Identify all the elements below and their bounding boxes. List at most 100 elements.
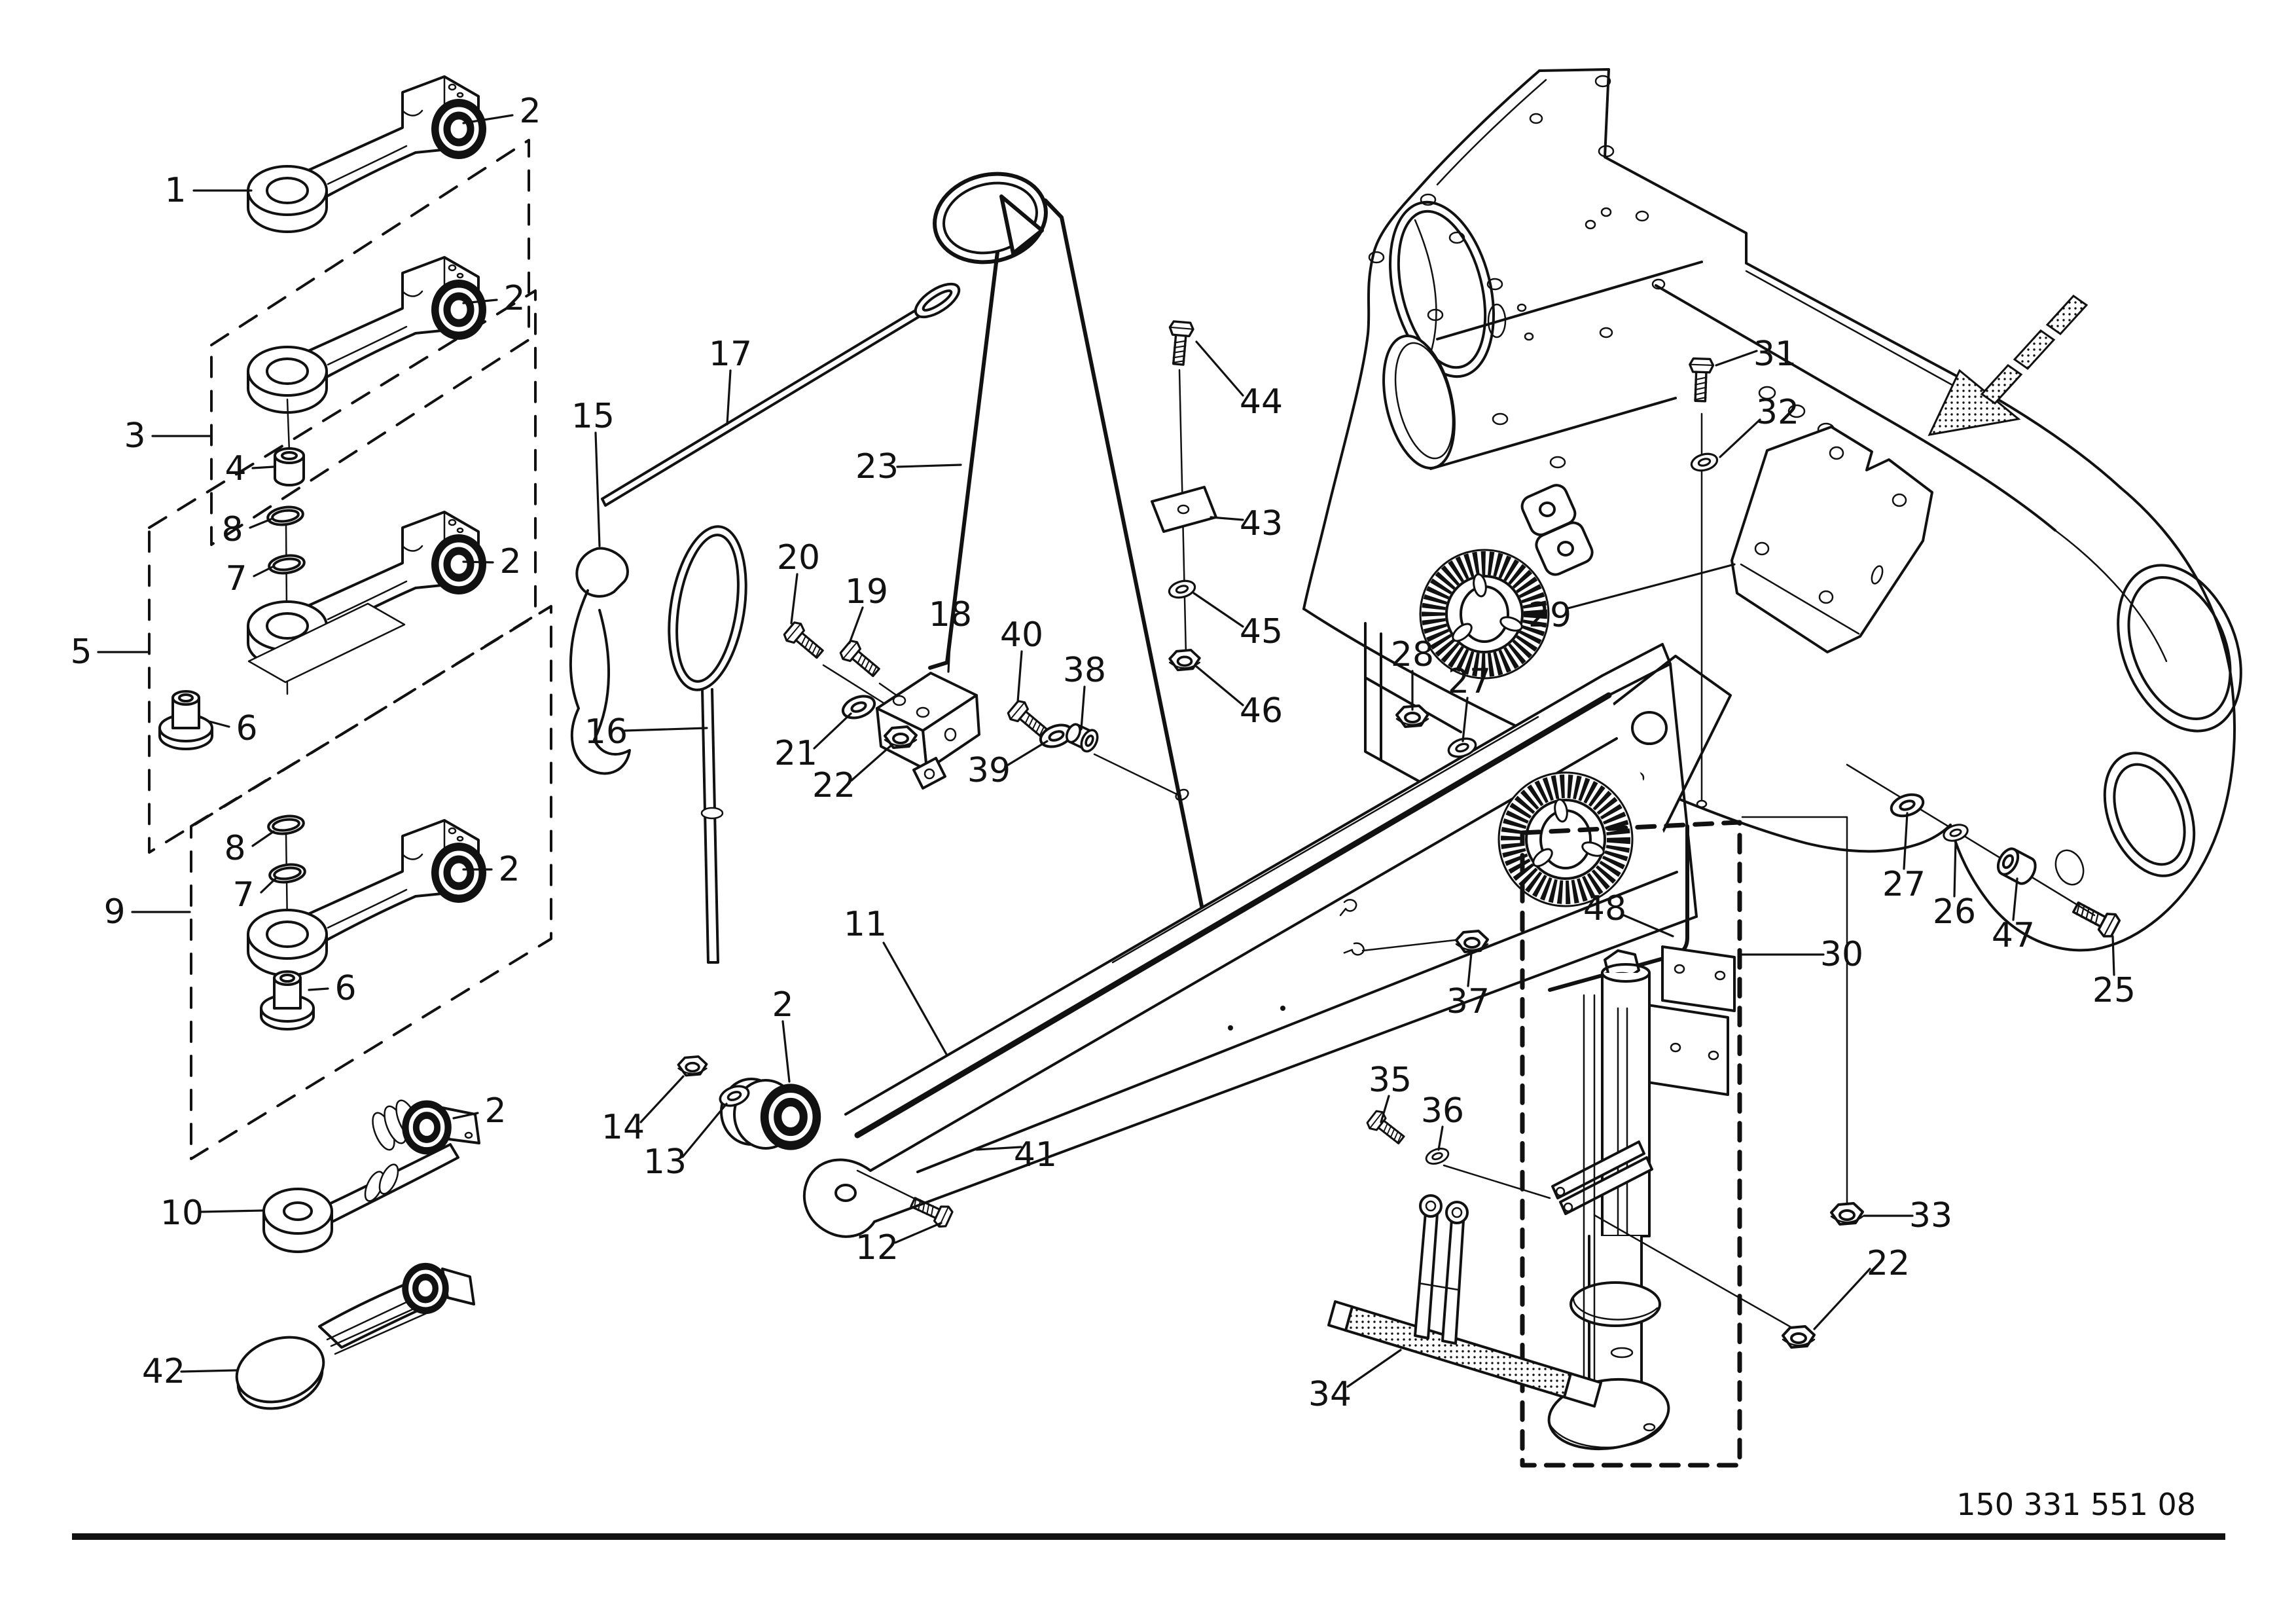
loop-pin-16 [668, 525, 747, 964]
bolt-31-stack [1687, 357, 1721, 809]
group-panel-5 [148, 289, 537, 854]
axis-line-arm2 [286, 398, 291, 453]
callout-label-11: 11 [844, 905, 887, 944]
callout-leader-34 [1346, 1349, 1402, 1388]
callout-leader-32 [1719, 418, 1761, 458]
callout-leader-36 [1437, 1125, 1444, 1151]
callout-leader-23 [896, 464, 962, 468]
callout-leader-2 [462, 299, 498, 304]
bolt-12 [856, 1169, 955, 1230]
callout-leader-27 [1903, 812, 1909, 870]
callout-leader-22 [850, 745, 891, 782]
ball-hitch-42 [235, 1263, 475, 1410]
callout-label-21: 21 [774, 734, 817, 773]
callout-leader-45 [1193, 592, 1244, 628]
callout-label-16: 16 [584, 712, 628, 752]
group-panel-9 [190, 605, 552, 1160]
callout-label-4: 4 [224, 449, 246, 488]
callout-label-30: 30 [1820, 935, 1863, 974]
washer-36 [1423, 1144, 1452, 1168]
callout-leader-6 [208, 720, 230, 728]
callout-label-43: 43 [1240, 504, 1283, 543]
callout-label-42: 42 [142, 1352, 185, 1391]
callout-label-35: 35 [1369, 1061, 1412, 1100]
callout-label-22: 22 [1867, 1244, 1910, 1283]
frame-holes [1368, 75, 1835, 469]
callout-label-25: 25 [2092, 971, 2136, 1010]
serrated-disc-drawbar [1498, 771, 1634, 907]
tow-eye-10 [262, 1097, 480, 1253]
callout-leader-15 [594, 431, 601, 547]
callout-label-48: 48 [1583, 889, 1626, 928]
callout-leader-42 [180, 1369, 238, 1373]
callout-label-14: 14 [601, 1108, 645, 1147]
bushing-6a [158, 690, 213, 750]
callout-leader-35 [1380, 1095, 1390, 1123]
frame-flange-lower [2054, 752, 2196, 886]
callout-label-19: 19 [845, 572, 888, 611]
callout-label-1: 1 [164, 171, 186, 210]
main-frame [1302, 68, 2242, 952]
callout-leader-12 [894, 1222, 942, 1244]
callout-leader-2 [452, 1112, 479, 1120]
frame-flange-upper [2117, 564, 2242, 733]
callout-leader-20 [790, 573, 798, 625]
callout-leader-41 [975, 1146, 1022, 1151]
callout-label-32: 32 [1756, 393, 1799, 432]
jack-stand [1520, 820, 1742, 1468]
callout-leader-18 [947, 630, 952, 673]
direction-arrow [1928, 295, 2089, 436]
callout-leader-40 [1016, 650, 1023, 703]
callout-leader-16 [624, 727, 708, 732]
wire-pin-23 [928, 172, 1210, 937]
callout-layer: 1222222345667788910111213141516171819202… [70, 92, 2136, 1414]
callout-label-8: 8 [221, 510, 243, 549]
callout-label-29: 29 [1528, 596, 1571, 635]
callout-label-2: 2 [498, 850, 520, 889]
callout-leader-13 [681, 1103, 728, 1158]
tow-arm-4 [248, 820, 486, 976]
callout-label-8: 8 [224, 829, 245, 868]
callout-leader-29 [1567, 563, 1736, 610]
nut-33 [1741, 816, 1864, 1226]
callout-leader-8 [249, 518, 272, 529]
callout-label-44: 44 [1240, 382, 1283, 422]
callout-label-40: 40 [1000, 615, 1043, 655]
callout-leader-7 [253, 566, 274, 577]
frame-cylinder [1382, 261, 1703, 470]
callout-label-10: 10 [160, 1194, 204, 1233]
bolt-19 [837, 637, 884, 682]
callout-leader-2 [781, 1020, 791, 1083]
strap-arm-3 [247, 602, 406, 684]
callout-label-47: 47 [1992, 916, 2035, 955]
callout-label-31: 31 [1753, 335, 1797, 374]
callout-leader-46 [1195, 665, 1244, 706]
callout-leader-17 [726, 369, 732, 426]
bolt-35 [1364, 1108, 1409, 1150]
callout-label-27: 27 [1882, 865, 1926, 904]
callout-leader-26 [1953, 839, 1957, 898]
callout-label-20: 20 [777, 538, 820, 577]
callout-label-23: 23 [855, 447, 899, 486]
callout-label-39: 39 [967, 751, 1011, 790]
callout-leader-31 [1715, 350, 1758, 367]
callout-label-2: 2 [484, 1091, 506, 1131]
callout-label-6: 6 [334, 969, 356, 1008]
callout-label-27: 27 [1448, 662, 1491, 701]
callout-leader-8 [251, 830, 275, 847]
fastener-string-right [1846, 763, 2123, 941]
callout-label-7: 7 [232, 875, 254, 915]
callout-leader-44 [1195, 340, 1244, 397]
callout-label-7: 7 [225, 559, 247, 598]
title-block: 150 331 551 08 [72, 1487, 2225, 1540]
callout-label-2: 2 [499, 542, 521, 581]
rod-17 [601, 282, 961, 507]
callout-label-12: 12 [855, 1228, 899, 1267]
callout-label-34: 34 [1308, 1375, 1352, 1414]
callout-leader-6 [308, 987, 329, 991]
callout-label-33: 33 [1909, 1196, 1952, 1235]
drawbar-pole [802, 643, 1698, 1238]
callout-label-2: 2 [503, 279, 525, 318]
